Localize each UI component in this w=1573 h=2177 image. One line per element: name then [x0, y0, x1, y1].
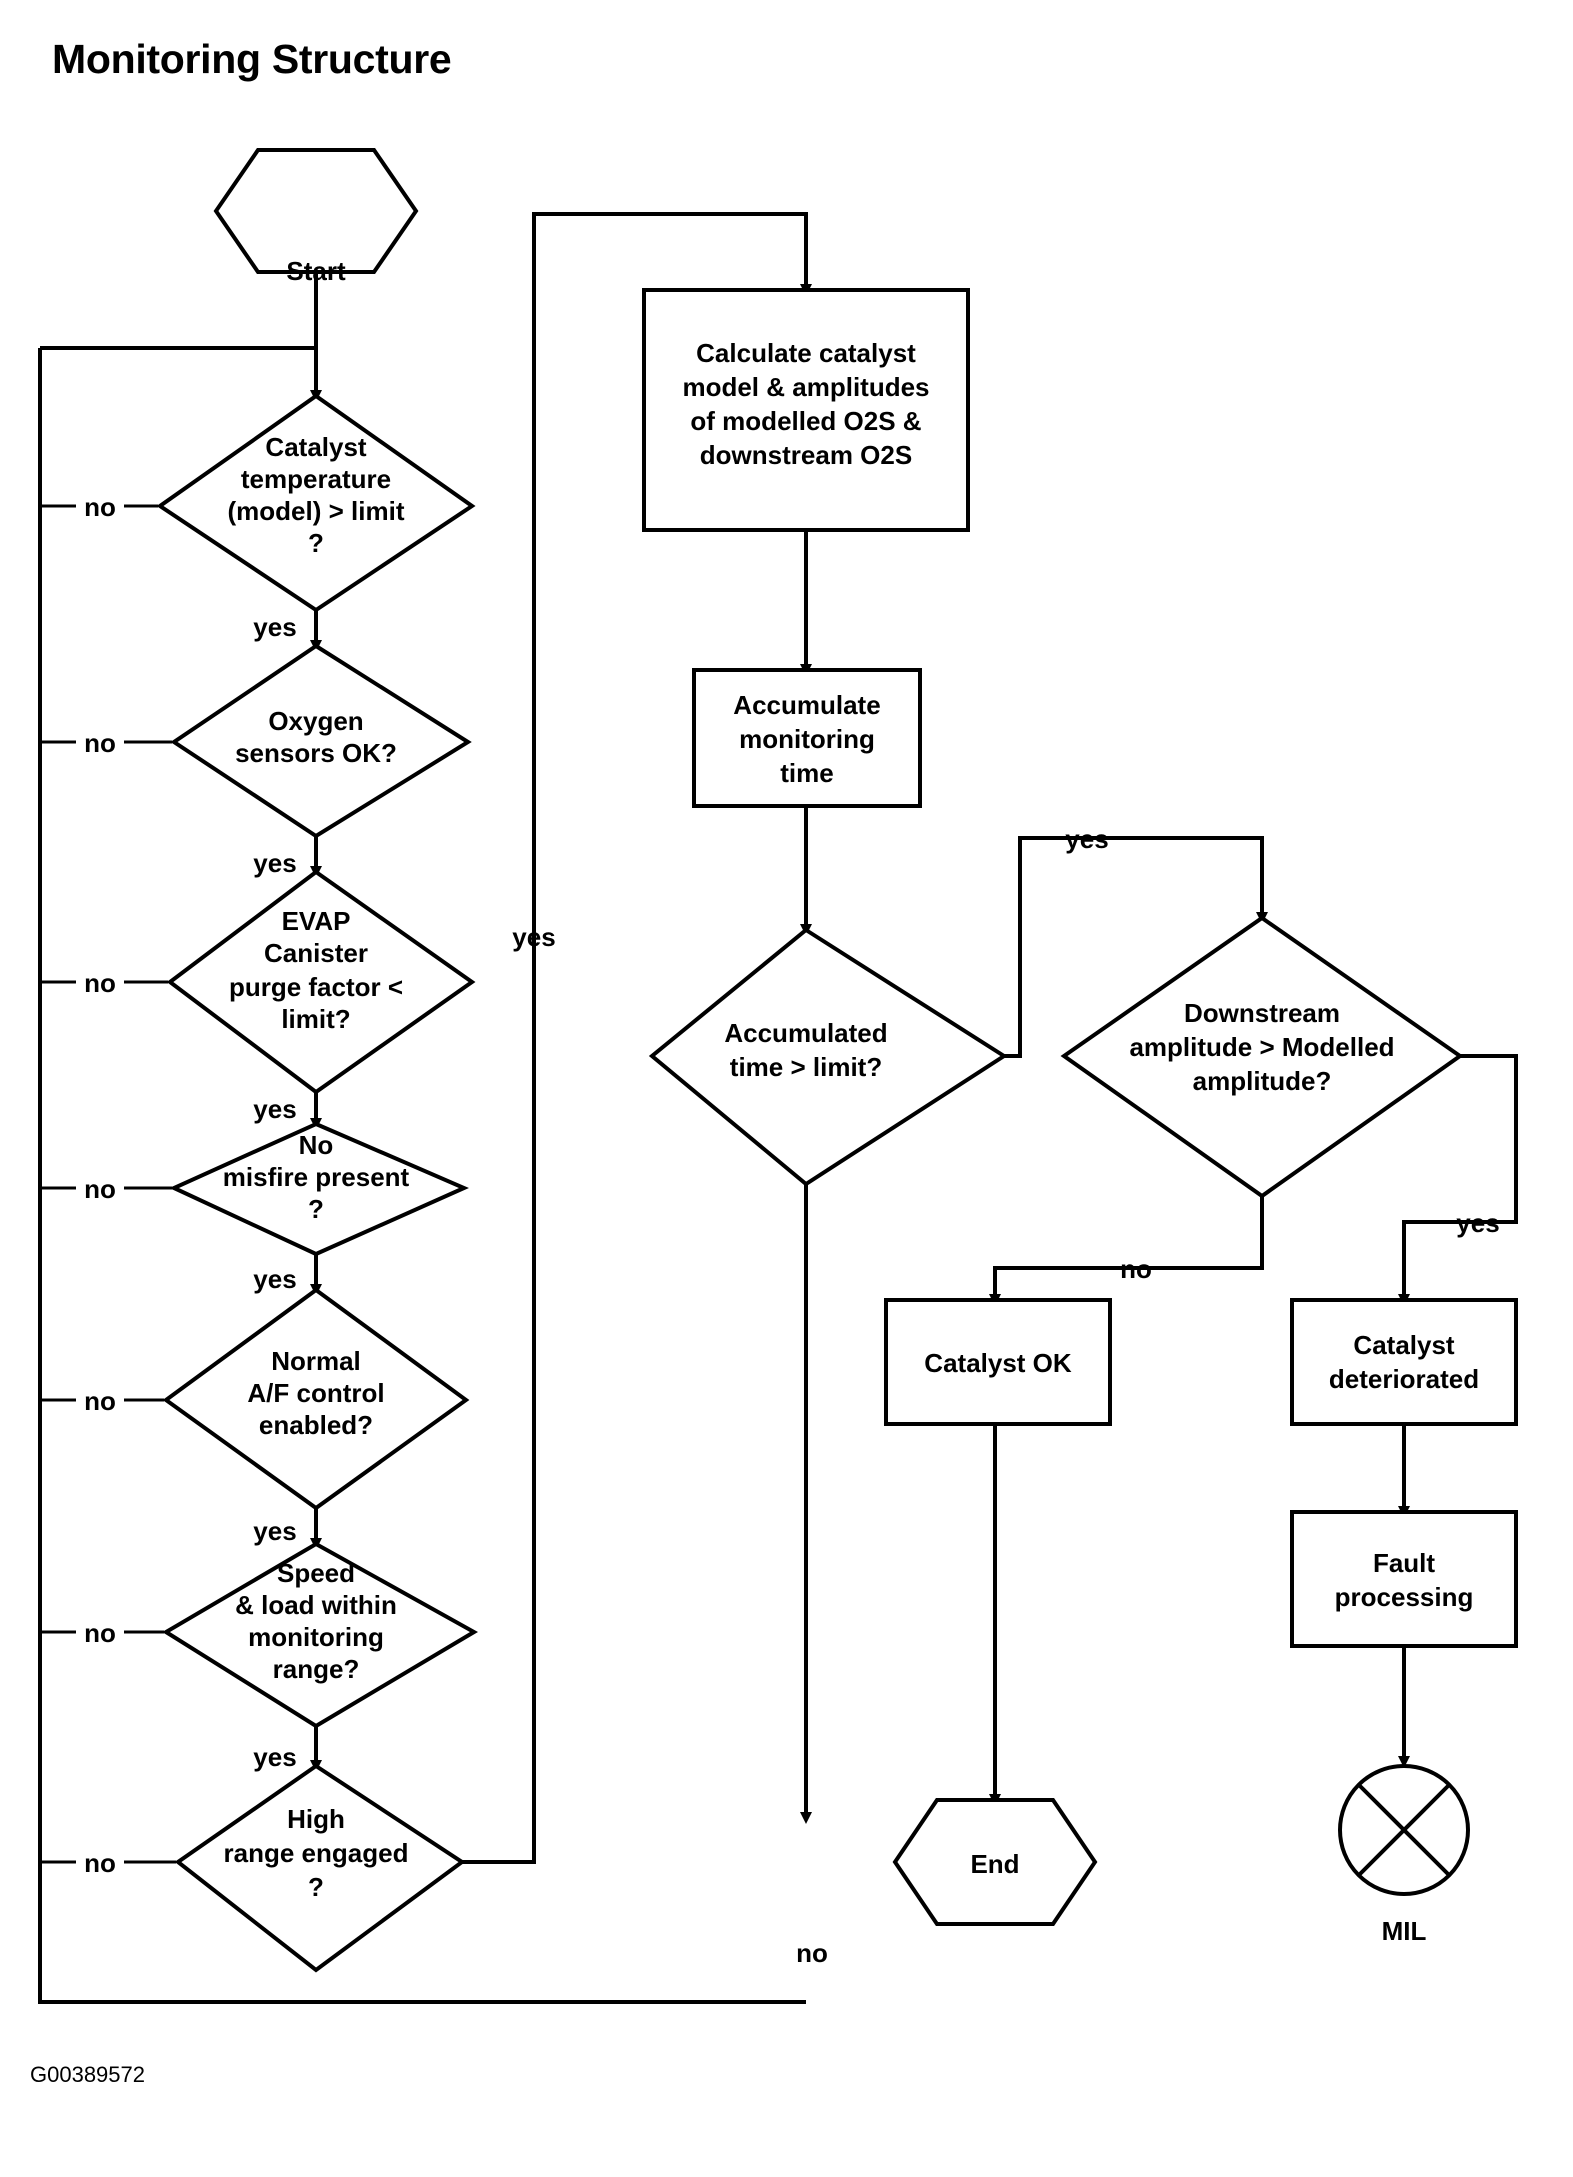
node-accumulate-line1: Accumulate — [733, 690, 880, 720]
node-catalyst-temp-line4: ? — [308, 528, 324, 558]
edge-highrange-yes-to-calculate — [462, 212, 812, 1864]
figure-identifier: G00389572 — [30, 2062, 145, 2087]
edge-label-misfire-no: no — [84, 1174, 116, 1204]
node-catalyst-temp-line1: Catalyst — [265, 432, 366, 462]
node-calculate-line2: model & amplitudes — [682, 372, 929, 402]
node-mil-label: MIL — [1382, 1916, 1427, 1946]
edge-label-highrange-no: no — [84, 1848, 116, 1878]
node-downstream-amplitude[interactable] — [1060, 915, 1464, 1199]
node-oxygen-sensors-line1: Oxygen — [268, 706, 363, 736]
node-normal-af-line2: A/F control — [247, 1378, 384, 1408]
edge-label-speed-no: no — [84, 1618, 116, 1648]
edge-label-oxygen-no: no — [84, 728, 116, 758]
node-end-label: End — [970, 1849, 1019, 1879]
node-speed-load[interactable] — [162, 1541, 479, 1729]
edge-label-accumulated-yes: yes — [1065, 824, 1108, 854]
node-start[interactable] — [213, 148, 419, 274]
node-end[interactable] — [892, 1798, 1098, 1926]
edge-label-misfire-yes: yes — [253, 1264, 296, 1294]
node-accumulate-line3: time — [780, 758, 833, 788]
node-speed-load-line3: monitoring — [248, 1622, 384, 1652]
node-normal-af[interactable] — [162, 1287, 470, 1511]
node-evap-line3: purge factor < — [229, 972, 403, 1002]
edge-label-temp-yes: yes — [253, 612, 296, 642]
node-catalyst-temp-line3: (model) > limit — [228, 496, 405, 526]
node-evap-line1: EVAP — [282, 906, 351, 936]
mil-x-icon-line2 — [1357, 1783, 1451, 1877]
node-no-misfire-line1: No — [299, 1130, 334, 1160]
edge-label-af-yes: yes — [253, 1516, 296, 1546]
node-calculate-line1: Calculate catalyst — [696, 338, 916, 368]
node-normal-af-line3: enabled? — [259, 1410, 373, 1440]
edge-label-af-no: no — [84, 1386, 116, 1416]
node-high-range-line3: ? — [308, 1872, 324, 1902]
edge-label-downstream-no: no — [1120, 1254, 1152, 1284]
edge-label-speed-yes: yes — [253, 1742, 296, 1772]
node-calculate-line4: downstream O2S — [700, 440, 912, 470]
node-normal-af-line1: Normal — [271, 1346, 361, 1376]
node-evap-canister[interactable] — [166, 869, 476, 1095]
node-calculate-model[interactable] — [642, 288, 970, 532]
node-no-misfire-line2: misfire present — [223, 1162, 410, 1192]
node-no-misfire[interactable] — [169, 1121, 469, 1257]
edge-label-accumulated-no: no — [796, 1938, 828, 1968]
node-accumulate-time[interactable] — [692, 668, 922, 808]
node-start-label: Start — [286, 256, 346, 286]
node-accumulated-gt-limit[interactable] — [648, 927, 1008, 1187]
node-speed-load-line2: & load within — [235, 1590, 397, 1620]
edge-accumulated-yes-to-downstream — [1004, 836, 1268, 1058]
node-downstream-line2: amplitude > Modelled — [1129, 1032, 1394, 1062]
node-downstream-line3: amplitude? — [1193, 1066, 1332, 1096]
edge-label-evap-yes: yes — [253, 1094, 296, 1124]
node-catalyst-det-line2: deteriorated — [1329, 1364, 1479, 1394]
node-fault-line2: processing — [1335, 1582, 1474, 1612]
node-catalyst-temp-line2: temperature — [241, 464, 391, 494]
node-calculate-line3: of modelled O2S & — [690, 406, 921, 436]
edge-label-oxygen-yes: yes — [253, 848, 296, 878]
node-accumulate-line2: monitoring — [739, 724, 875, 754]
edge-label-downstream-yes: yes — [1456, 1208, 1499, 1238]
edge-label-temp-no: no — [84, 492, 116, 522]
node-speed-load-line1: Speed — [277, 1558, 355, 1588]
node-high-range[interactable] — [174, 1763, 466, 1973]
node-high-range-line2: range engaged — [224, 1838, 409, 1868]
node-fault-line1: Fault — [1373, 1548, 1435, 1578]
node-catalyst-temp[interactable] — [156, 393, 476, 613]
node-catalyst-det-line1: Catalyst — [1353, 1330, 1454, 1360]
left-return-bus — [38, 348, 806, 2004]
node-catalyst-ok-label: Catalyst OK — [924, 1348, 1072, 1378]
edge-label-highrange-yes: yes — [512, 922, 555, 952]
node-evap-line2: Canister — [264, 938, 368, 968]
edge-label-evap-no: no — [84, 968, 116, 998]
node-fault-processing[interactable] — [1290, 1510, 1518, 1648]
node-catalyst-deteriorated[interactable] — [1290, 1298, 1518, 1426]
page-title: Monitoring Structure — [52, 36, 452, 82]
node-downstream-line1: Downstream — [1184, 998, 1340, 1028]
node-oxygen-sensors-line2: sensors OK? — [235, 738, 397, 768]
edge-downstream-yes-to-catalyst-det — [1398, 1054, 1518, 1306]
node-evap-line4: limit? — [281, 1004, 350, 1034]
node-high-range-line1: High — [287, 1804, 345, 1834]
node-accumulated-line1: Accumulated — [724, 1018, 887, 1048]
node-catalyst-ok[interactable] — [884, 1298, 1112, 1426]
node-accumulated-line2: time > limit? — [730, 1052, 882, 1082]
edge-downstream-no-to-catalyst-ok — [989, 1196, 1264, 1306]
node-oxygen-sensors[interactable] — [170, 643, 472, 839]
node-speed-load-line4: range? — [273, 1654, 360, 1684]
node-no-misfire-line3: ? — [308, 1194, 324, 1224]
